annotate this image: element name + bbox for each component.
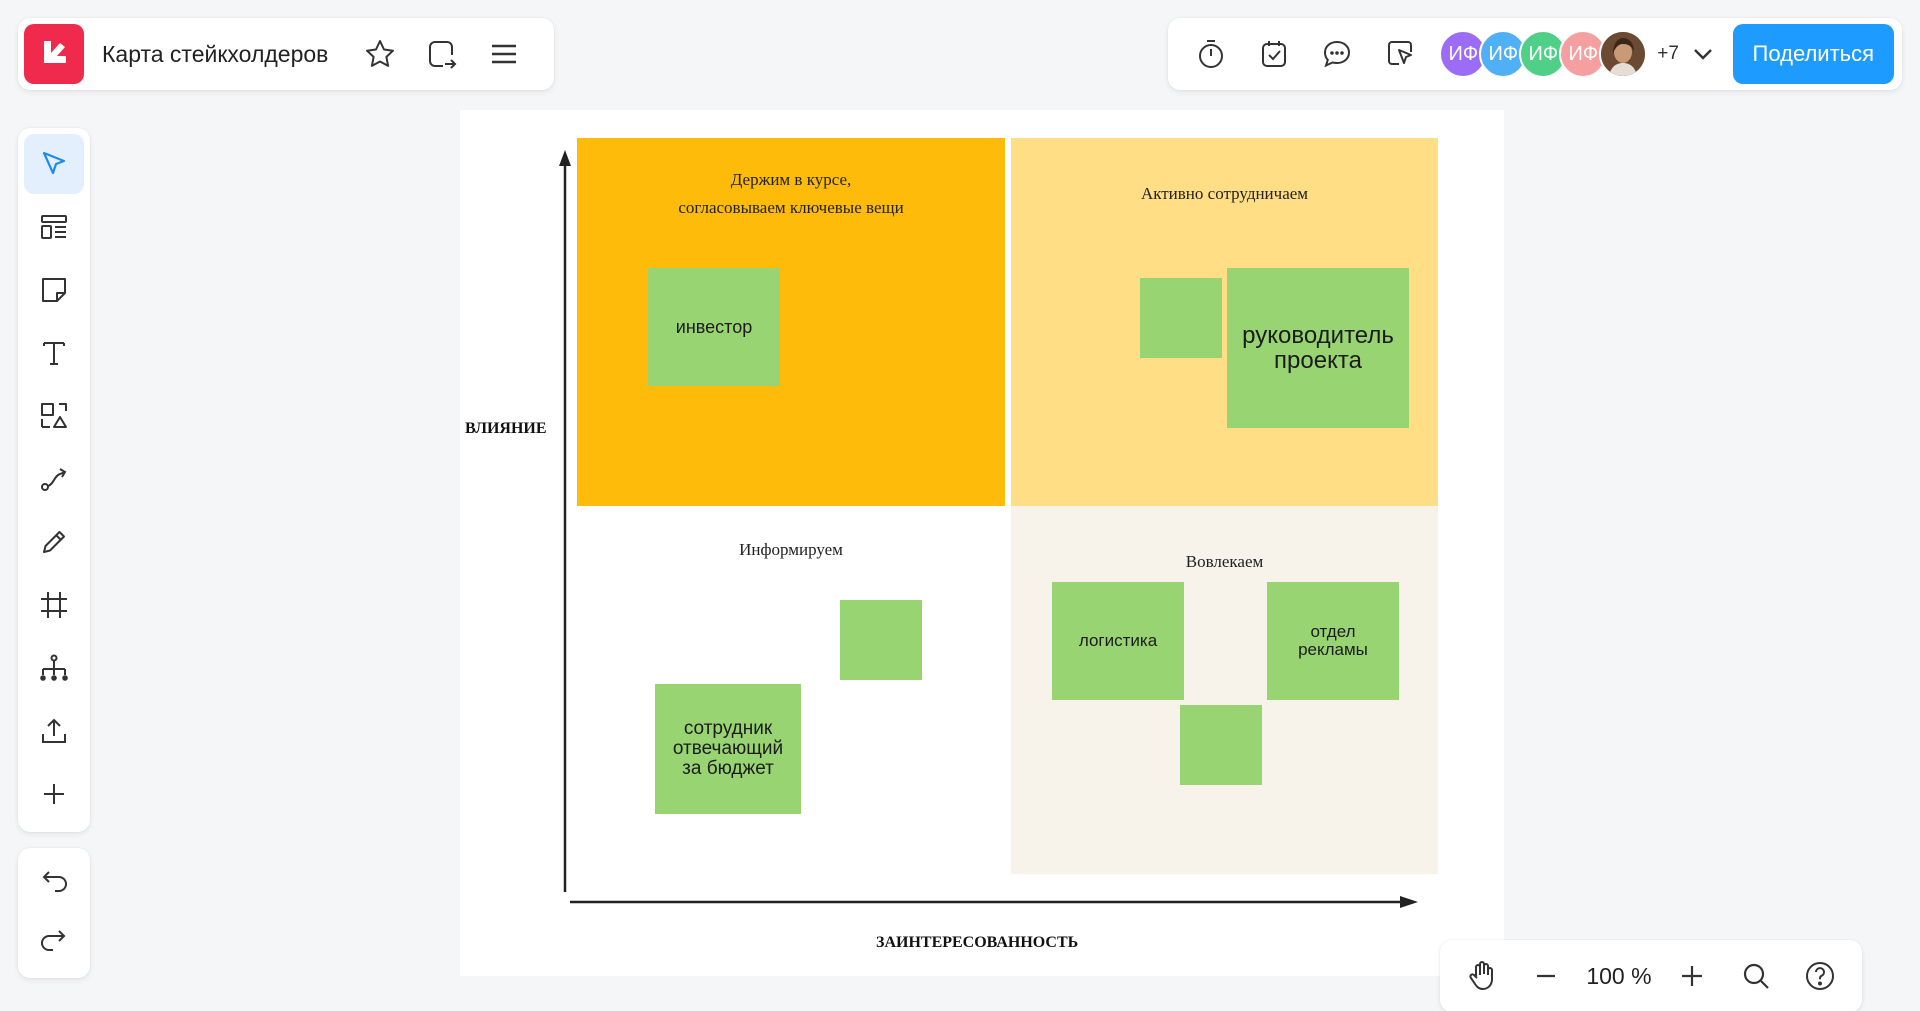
menu-icon[interactable] [480,30,528,78]
pen-icon[interactable] [24,512,84,572]
shapes-icon[interactable] [24,386,84,446]
sticky-note-investor[interactable]: инвестор [648,268,780,386]
quadrant-title: Информируем [739,540,843,559]
undo-icon[interactable] [24,854,84,910]
quadrant-title: Активно сотрудничаем [1140,184,1309,203]
share-button[interactable]: Поделиться [1732,24,1895,84]
sticky-note-project-lead[interactable]: руководитель проекта [1227,268,1409,428]
quadrant-keep-informed[interactable]: Держим в курсе, согласовываем ключевые в… [577,138,1005,506]
board-header: Карта стейкхолдеров [18,18,554,90]
templates-icon[interactable] [24,197,84,257]
logo-icon[interactable] [24,24,84,84]
help-icon[interactable] [1796,952,1844,1000]
upload-icon[interactable] [24,701,84,761]
more-collaborators-count[interactable]: +7 [1657,43,1679,64]
connector-icon[interactable] [24,449,84,509]
mindmap-icon[interactable] [24,638,84,698]
presentation-icon[interactable] [1372,25,1429,83]
quadrant-title: Держим в курсе, согласовываем ключевые в… [678,170,904,217]
zoom-out-icon[interactable] [1522,952,1570,1000]
star-icon[interactable] [356,30,404,78]
sticky-note-budget-owner[interactable]: сотрудник отвечающий за бюджет [655,684,801,814]
voting-icon[interactable] [1245,25,1302,83]
select-tool-icon[interactable] [24,134,84,194]
sticky-note-ads-department[interactable]: отдел рекламы [1267,582,1399,700]
redo-icon[interactable] [24,913,84,969]
sticky-note-blank[interactable] [1140,278,1222,358]
sticky-note-blank[interactable] [840,600,922,680]
stakeholder-map-frame[interactable]: Держим в курсе, согласовываем ключевые в… [460,110,1504,976]
search-icon[interactable] [1732,952,1780,1000]
avatar[interactable]: ИФ [1519,30,1568,78]
timer-icon[interactable] [1182,25,1239,83]
board-title[interactable]: Карта стейкхолдеров [102,40,329,67]
hand-icon[interactable] [1458,952,1506,1000]
history-panel [18,848,90,978]
sticky-note-blank[interactable] [1180,705,1262,785]
sticky-note-icon[interactable] [24,260,84,320]
avatar-photo[interactable] [1599,30,1648,78]
comments-icon[interactable] [1309,25,1366,83]
add-more-icon[interactable] [24,764,84,824]
export-board-icon[interactable] [418,30,466,78]
chevron-down-icon[interactable] [1687,38,1719,70]
tool-panel [18,128,90,832]
zoom-level[interactable]: 100 % [1586,962,1652,989]
text-icon[interactable] [24,323,84,383]
sticky-note-logistics[interactable]: логистика [1052,582,1184,700]
collaborator-avatars[interactable]: ИФ ИФ ИФ ИФ [1439,30,1648,78]
x-axis-label: ЗАИНТЕРЕСОВАННОСТЬ [876,934,1079,951]
y-axis-label: ВЛИЯНИЕ [465,420,547,437]
frame-icon[interactable] [24,575,84,635]
zoom-in-icon[interactable] [1668,952,1716,1000]
collaboration-bar: ИФ ИФ ИФ ИФ +7 Поделиться [1168,18,1902,90]
zoom-controls: 100 % [1440,940,1862,1011]
quadrant-title: Вовлекаем [1185,552,1264,571]
